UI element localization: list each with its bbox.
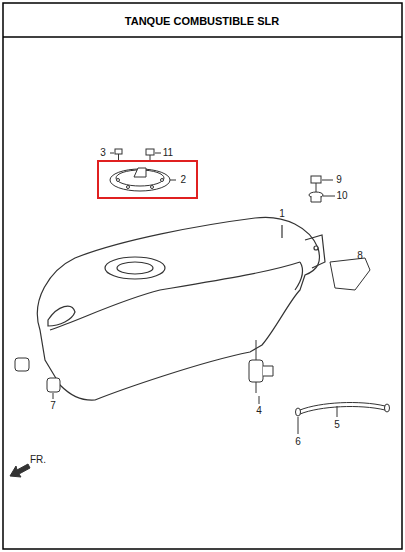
callout-number: 7 (50, 400, 56, 412)
leader-line (322, 180, 333, 181)
highlight-box: 2 (97, 160, 198, 199)
filler-opening (117, 262, 153, 274)
fuel-hose (300, 403, 385, 414)
hose-clip (296, 408, 301, 416)
leader-line (259, 396, 260, 404)
tank-bolt-shank (316, 183, 317, 192)
front-arrow (10, 464, 30, 477)
collar (311, 196, 321, 202)
callout-number: 11 (163, 147, 173, 159)
callout-number: 6 (295, 436, 301, 448)
fuel-petcock (249, 360, 263, 382)
callout-number: 10 (336, 190, 347, 202)
callout-number: 1 (279, 208, 285, 220)
rubber-cushion (47, 378, 60, 392)
petcock-outlet (256, 382, 257, 393)
leader-line (281, 225, 282, 238)
callout-number: 3 (100, 147, 106, 159)
cap-hole (151, 186, 154, 189)
mount-hole (314, 246, 318, 250)
cap-hole (117, 179, 120, 182)
callout-number: 4 (256, 405, 262, 417)
petcock-filter (256, 340, 257, 360)
leader-line (110, 153, 114, 154)
fuel-tank (37, 217, 319, 400)
callout-number: FR. (30, 454, 46, 466)
cap-bolt (146, 149, 154, 155)
cap-hole (161, 179, 164, 182)
tank-seam (50, 262, 300, 330)
callout-number: 8 (357, 250, 363, 262)
callout-number: 9 (336, 174, 342, 186)
cap-hole (127, 186, 130, 189)
title-rule (3, 36, 402, 38)
fuel-cap (110, 169, 170, 191)
page-frame (3, 3, 402, 549)
leader-line (53, 393, 54, 399)
tank-rubber (330, 258, 370, 290)
diagram-title: TANQUE COMBUSTIBLE SLR (125, 15, 279, 27)
hose-clip (385, 404, 390, 412)
knee-recess (48, 306, 75, 326)
filler-neck (105, 257, 165, 279)
callout-number: 2 (180, 174, 186, 186)
tank-bolt (311, 176, 321, 183)
leader-line (323, 196, 335, 197)
cap-screw (115, 149, 122, 154)
leader-line (337, 406, 338, 417)
callout-number: 5 (334, 419, 340, 431)
rubber-cushion (15, 358, 29, 371)
petcock-lever (263, 366, 273, 376)
tank-seam (295, 262, 302, 290)
leader-line (155, 153, 161, 154)
leader-line (170, 180, 176, 181)
rear-mount (305, 235, 325, 268)
fuel-cap-lock (134, 168, 146, 177)
leader-line (298, 417, 299, 434)
